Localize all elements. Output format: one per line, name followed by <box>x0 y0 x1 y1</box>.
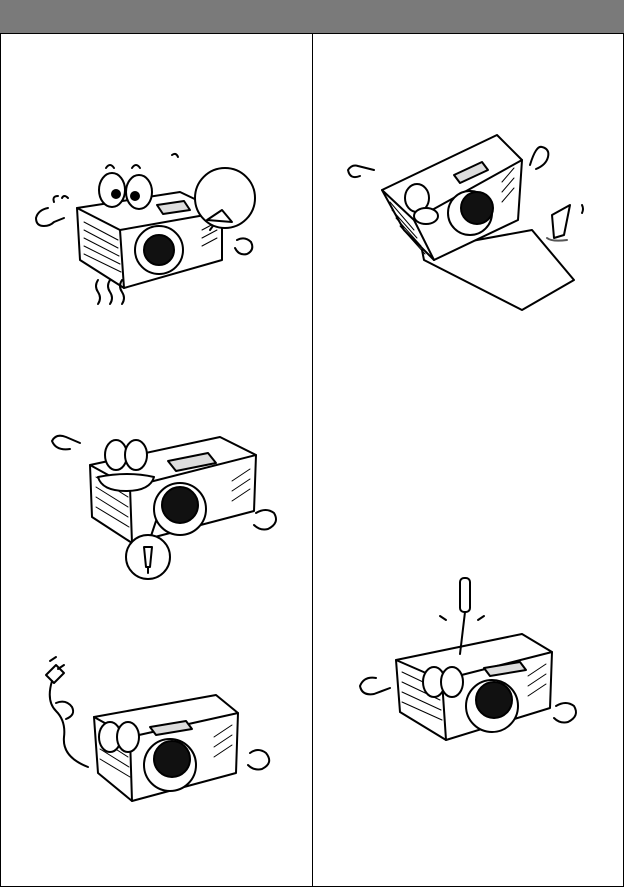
tilted-projector-spill-icon <box>342 120 597 315</box>
screwdriver-projector-icon <box>352 578 602 748</box>
overheated-projector-icon <box>32 150 272 305</box>
unplugged-projector-icon <box>36 655 288 803</box>
column-divider <box>312 34 313 887</box>
lamp-breakage-projector-icon <box>40 425 290 583</box>
header-bar <box>0 0 624 34</box>
